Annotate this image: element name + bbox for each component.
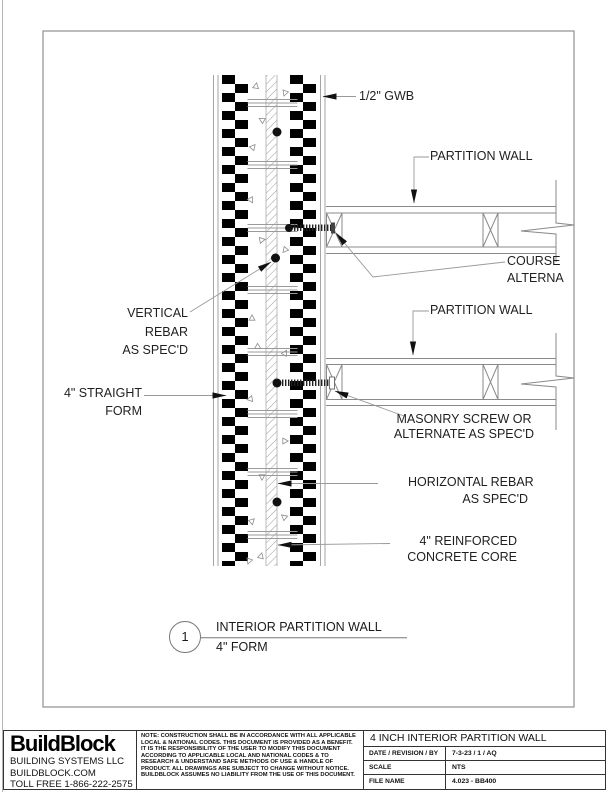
sheet-row-filename: FILE NAME 4.023 - BB400 [364, 774, 605, 789]
label-straight-form: 4" STRAIGHT FORM [63, 386, 142, 418]
company-line1: BUILDING SYSTEMS LLC [10, 756, 125, 767]
callout-subtitle: 4" FORM [216, 640, 268, 654]
leader-vertical-rebar [189, 261, 272, 313]
note-panel: NOTE: CONSTRUCTION SHALL BE IN ACCORDANC… [137, 731, 364, 789]
label-horizontal-rebar: HORIZONTAL REBAR AS SPEC'D [408, 475, 534, 506]
partition-wall-upper-drawing [326, 180, 575, 262]
sheet-info-panel: 4 INCH INTERIOR PARTITION WALL DATE / RE… [364, 731, 605, 789]
rebar-dots [271, 127, 282, 507]
label-masonry-screw: MASONRY SCREW OR ALTERNATE AS SPEC'D [393, 412, 535, 441]
label-course-alternate: COURSE ALTERNA [507, 254, 564, 285]
break-symbol-lower [520, 333, 575, 430]
leader-course-alternate [335, 232, 506, 278]
title-block: BuildBlock BUILDING SYSTEMS LLC BUILDBLO… [3, 730, 606, 790]
form-ties [247, 99, 298, 539]
leader-concrete-core [277, 541, 391, 548]
core-hatch-band [266, 75, 277, 566]
company-line2: BUILDBLOCK.COM [10, 767, 96, 779]
leader-partition-upper [410, 156, 429, 204]
leader-lines [144, 93, 506, 548]
company-panel: BuildBlock BUILDING SYSTEMS LLC BUILDBLO… [4, 731, 137, 789]
masonry-screw-upper [285, 222, 335, 234]
foam-strip-right [290, 75, 316, 566]
foam-strip-left [222, 75, 248, 566]
label-partition-wall-upper: PARTITION WALL [430, 149, 533, 163]
sheet-row-date: DATE / REVISION / BY 7-3-23 / 1 / AQ [364, 746, 605, 761]
leader-partition-lower [409, 310, 429, 356]
callout-bubble [169, 621, 201, 653]
leader-masonry-screw [334, 390, 405, 417]
sheet-row-scale: SCALE NTS [364, 760, 605, 775]
company-line3: TOLL FREE 1-866-222-2575 [10, 779, 133, 789]
callout-graphics [169, 621, 407, 653]
break-symbol-upper [520, 180, 575, 262]
label-vertical-rebar: VERTICAL REBAR AS SPEC'D [122, 306, 188, 357]
company-logo: BuildBlock [10, 731, 116, 756]
sheet-title: 4 INCH INTERIOR PARTITION WALL [364, 731, 605, 747]
callout-title: INTERIOR PARTITION WALL [216, 620, 382, 634]
label-gwb: 1/2" GWB [359, 89, 415, 103]
label-concrete-core: 4" REINFORCED CONCRETE CORE [407, 534, 517, 564]
partition-wall-lower-drawing [326, 333, 575, 430]
concrete-symbols [246, 82, 290, 565]
label-partition-wall-lower: PARTITION WALL [430, 303, 533, 317]
sheet-border [42, 30, 575, 708]
icf-wall [213, 75, 326, 566]
callout-number: 1 [181, 629, 189, 644]
masonry-screw-lower [272, 376, 335, 390]
